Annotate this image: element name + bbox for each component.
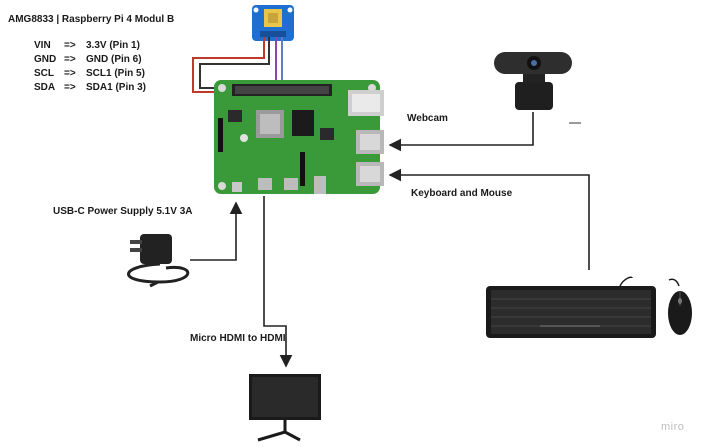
power-supply-device xyxy=(127,234,190,288)
keyboard-mouse-label: Keyboard and Mouse xyxy=(411,188,513,199)
wire-gnd xyxy=(199,37,270,89)
webcam-connection-arrow xyxy=(388,112,534,152)
hdmi-connection-arrow xyxy=(263,196,293,368)
connections xyxy=(190,112,590,368)
keyboard-cable xyxy=(619,276,633,287)
pin-arrow: => xyxy=(64,68,76,79)
pin-arrow: => xyxy=(64,82,76,93)
power-connection-arrow xyxy=(190,201,243,261)
pin-arrow: => xyxy=(64,40,76,51)
pin-name: VIN xyxy=(34,40,51,51)
webcam-label: Webcam xyxy=(407,113,448,124)
pin-target: SCL1 (Pin 5) xyxy=(86,68,145,79)
webcam-device xyxy=(494,52,581,124)
hdmi-label: Micro HDMI to HDMI xyxy=(190,333,286,344)
pin-arrow: => xyxy=(64,54,76,65)
pin-target: GND (Pin 6) xyxy=(86,54,142,65)
pin-name: SCL xyxy=(34,68,54,79)
raspberry-pi-board xyxy=(214,80,384,194)
keyboard-device xyxy=(486,286,656,338)
diagram-title: AMG8833 | Raspberry Pi 4 Modul B xyxy=(8,14,175,25)
pin-target: 3.3V (Pin 1) xyxy=(86,40,140,51)
mouse-device xyxy=(668,278,692,335)
pin-target: SDA1 (Pin 3) xyxy=(86,82,147,93)
keyboard-connection-arrow xyxy=(388,168,590,270)
power-supply-label: USB-C Power Supply 5.1V 3A xyxy=(53,206,193,217)
monitor-device xyxy=(249,374,321,442)
wire-vin xyxy=(192,37,265,93)
amg8833-sensor-module xyxy=(252,5,294,41)
miro-watermark: miro xyxy=(661,421,685,433)
pin-name: SDA xyxy=(34,82,56,93)
pin-name: GND xyxy=(34,54,57,65)
